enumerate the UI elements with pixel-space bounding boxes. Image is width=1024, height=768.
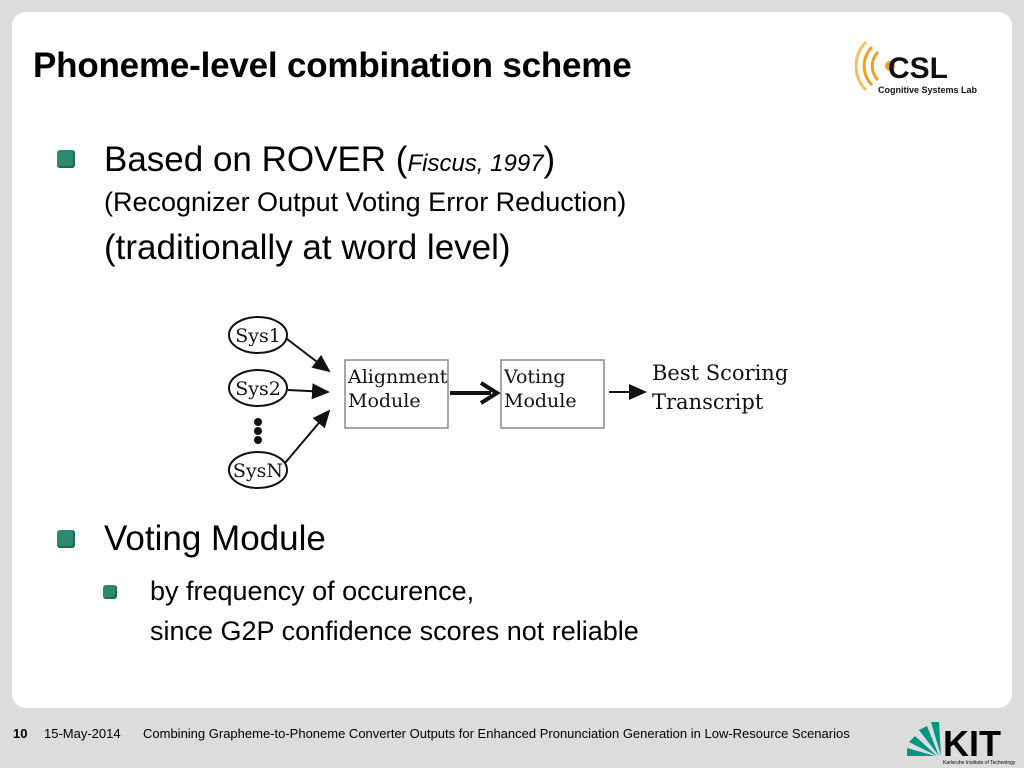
kit-logo: KIT Karlsruhe Institute of Technology xyxy=(907,722,1016,766)
bullet-marker xyxy=(57,150,75,168)
rover-diagram: Sys1 Sys2 SysN Alignment Module Voting M… xyxy=(228,316,788,489)
sys2-label: Sys2 xyxy=(235,378,281,400)
ellipsis-dot xyxy=(254,436,262,444)
kit-caption: Karlsruhe Institute of Technology xyxy=(943,760,1016,766)
rover-suffix: ) xyxy=(543,140,556,179)
alignment-module-box xyxy=(344,359,449,429)
sys1-node xyxy=(228,316,288,354)
footer-title: Combining Grapheme-to-Phoneme Converter … xyxy=(143,726,850,741)
ellipsis-dot xyxy=(254,418,262,426)
arrow-sys2 xyxy=(287,383,330,400)
arrow-sysn xyxy=(284,409,331,464)
rover-word-level: (traditionally at word level) xyxy=(104,228,511,267)
sys1-label: Sys1 xyxy=(235,325,281,347)
voting-label-2: Module xyxy=(504,390,577,412)
bullet-marker xyxy=(57,530,75,548)
sysn-label: SysN xyxy=(233,460,283,482)
alignment-label-1: Alignment xyxy=(347,366,448,388)
sys2-node xyxy=(228,369,288,407)
output-label-1: Best Scoring xyxy=(652,361,788,385)
voting-detail-2: since G2P confidence scores not reliable xyxy=(150,616,639,646)
alignment-label-2: Module xyxy=(348,390,421,412)
voting-label-1: Voting xyxy=(503,366,566,388)
slide-footer: 10 15-May-2014 Combining Grapheme-to-Pho… xyxy=(0,714,1024,768)
csl-logo: CSL Cognitive Systems Lab xyxy=(854,40,978,95)
voting-module-heading: Voting Module xyxy=(104,519,326,558)
arrow-sys1 xyxy=(286,338,331,373)
footer-date: 15-May-2014 xyxy=(44,726,121,741)
voting-module-box xyxy=(500,359,605,429)
sysn-node xyxy=(228,451,288,489)
page-number: 10 xyxy=(13,726,28,741)
output-label-2: Transcript xyxy=(652,390,764,414)
ellipsis-dot xyxy=(254,427,262,435)
slide-title: Phoneme-level combination scheme xyxy=(33,46,632,85)
kit-logo-text: KIT xyxy=(943,723,1001,764)
csl-logo-text: CSL xyxy=(888,52,948,85)
voting-detail-1: by frequency of occurence, xyxy=(150,576,475,606)
csl-logo-caption: Cognitive Systems Lab xyxy=(878,85,978,95)
arrow-align-vote-head xyxy=(479,381,501,405)
rover-prefix: Based on ROVER ( xyxy=(104,140,408,179)
rover-expansion: (Recognizer Output Voting Error Reductio… xyxy=(104,187,627,217)
sub-bullet-marker xyxy=(103,585,117,599)
bullet-rover: Based on ROVER (Fiscus, 1997) xyxy=(104,140,555,180)
rover-citation: Fiscus, 1997 xyxy=(407,150,544,177)
